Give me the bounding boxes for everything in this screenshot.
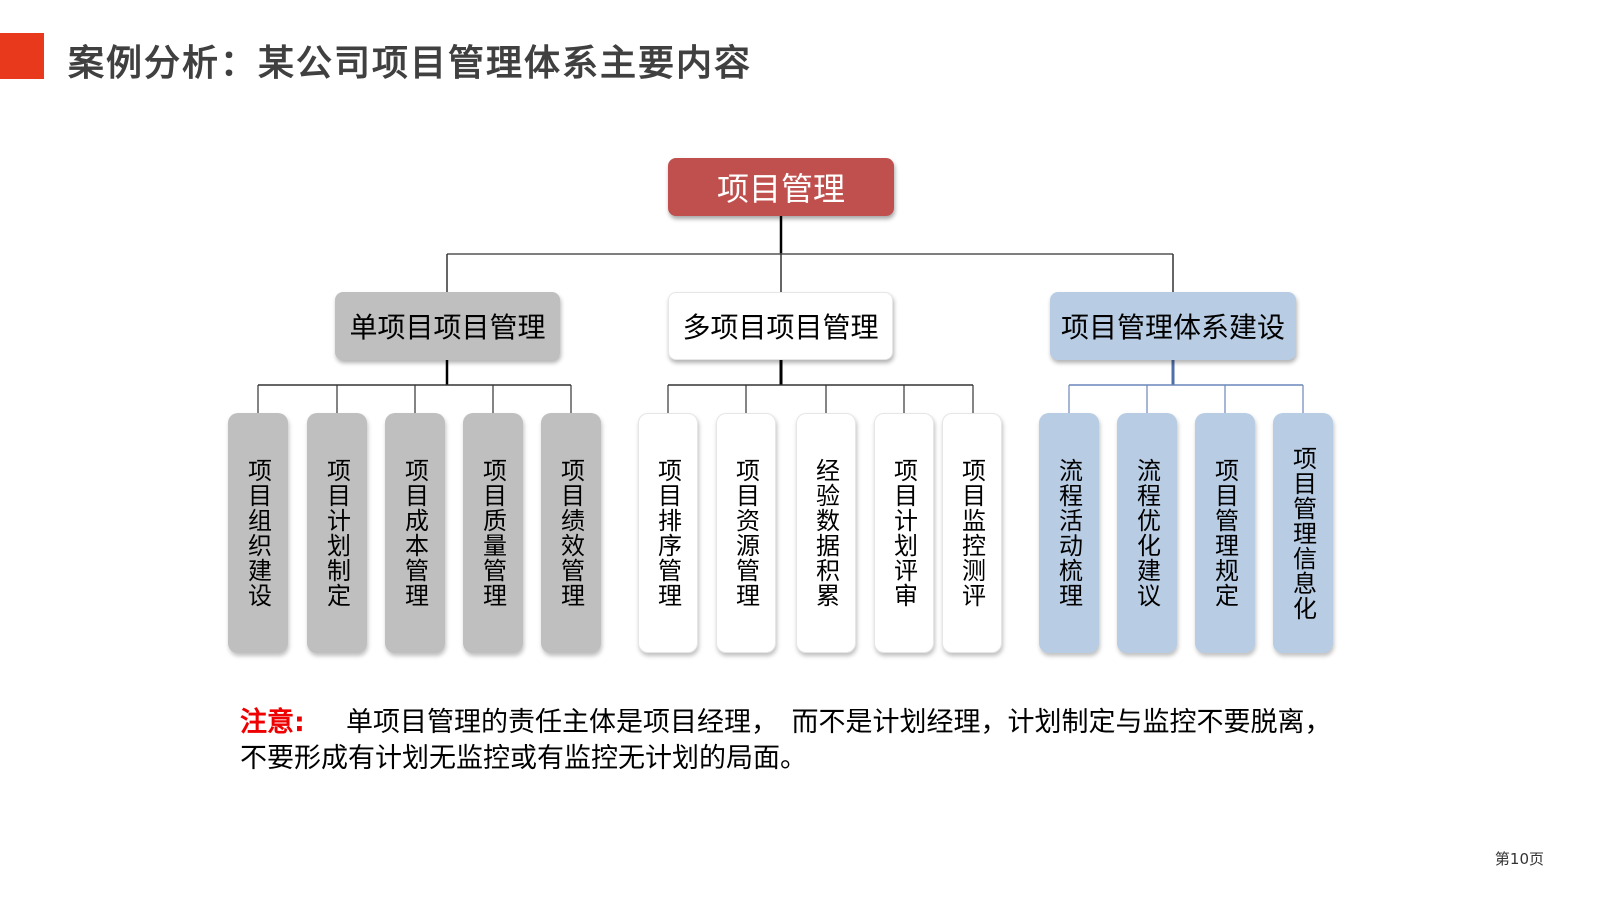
- leaf-node: 流程活动梳理: [1039, 413, 1099, 653]
- leaf-node: 项目管理规定: [1195, 413, 1255, 653]
- leaf-label: 项目绩效管理: [556, 458, 585, 608]
- note-label: 注意:: [240, 707, 305, 738]
- leaf-node: 项目绩效管理: [541, 413, 601, 653]
- leaf-label: 项目资源管理: [731, 458, 760, 608]
- root-label: 项目管理: [716, 170, 845, 208]
- leaf-label: 项目管理信息化: [1288, 445, 1317, 621]
- leaf-label: 经验数据积累: [811, 458, 840, 608]
- leaf-node: 经验数据积累: [796, 413, 856, 653]
- branch-multi-project: 多项目项目管理: [668, 292, 893, 360]
- leaf-label: 项目组织建设: [243, 458, 272, 608]
- branch-label: 单项目项目管理: [349, 311, 546, 344]
- leaf-node: 项目质量管理: [463, 413, 523, 653]
- leaf-node: 项目计划制定: [307, 413, 367, 653]
- page-number: 第10页: [1494, 850, 1544, 868]
- branch-label: 多项目项目管理: [682, 311, 879, 344]
- leaf-label: 项目计划评审: [889, 458, 918, 608]
- leaf-node: 项目成本管理: [385, 413, 445, 653]
- note-paragraph: 注意: 单项目管理的责任主体是项目经理， 而不是计划经理，计划制定与监控不要脱离…: [240, 705, 1340, 777]
- leaf-node: 项目监控测评: [942, 413, 1002, 653]
- leaf-label: 项目质量管理: [478, 458, 507, 608]
- leaf-node: 项目计划评审: [874, 413, 934, 653]
- leaf-node: 流程优化建议: [1117, 413, 1177, 653]
- page-title: 案例分析：某公司项目管理体系主要内容: [68, 42, 753, 84]
- leaf-label: 项目监控测评: [957, 458, 986, 608]
- leaf-node: 项目组织建设: [228, 413, 288, 653]
- branch-system-building: 项目管理体系建设: [1050, 292, 1296, 360]
- leaf-label: 项目管理规定: [1210, 458, 1239, 608]
- branch-single-project: 单项目项目管理: [335, 292, 560, 360]
- leaf-label: 项目排序管理: [653, 458, 682, 608]
- leaf-label: 流程活动梳理: [1054, 458, 1083, 608]
- branch-label: 项目管理体系建设: [1060, 311, 1285, 344]
- leaf-label: 流程优化建议: [1132, 458, 1161, 608]
- leaf-node: 项目排序管理: [638, 413, 698, 653]
- root-node: 项目管理: [668, 158, 894, 216]
- leaf-label: 项目计划制定: [322, 458, 351, 608]
- leaf-label: 项目成本管理: [400, 458, 429, 608]
- leaf-node: 项目管理信息化: [1273, 413, 1333, 653]
- title-accent-bar: [0, 33, 44, 79]
- leaf-node: 项目资源管理: [716, 413, 776, 653]
- note-text: 单项目管理的责任主体是项目经理， 而不是计划经理，计划制定与监控不要脱离，不要形…: [240, 707, 1332, 774]
